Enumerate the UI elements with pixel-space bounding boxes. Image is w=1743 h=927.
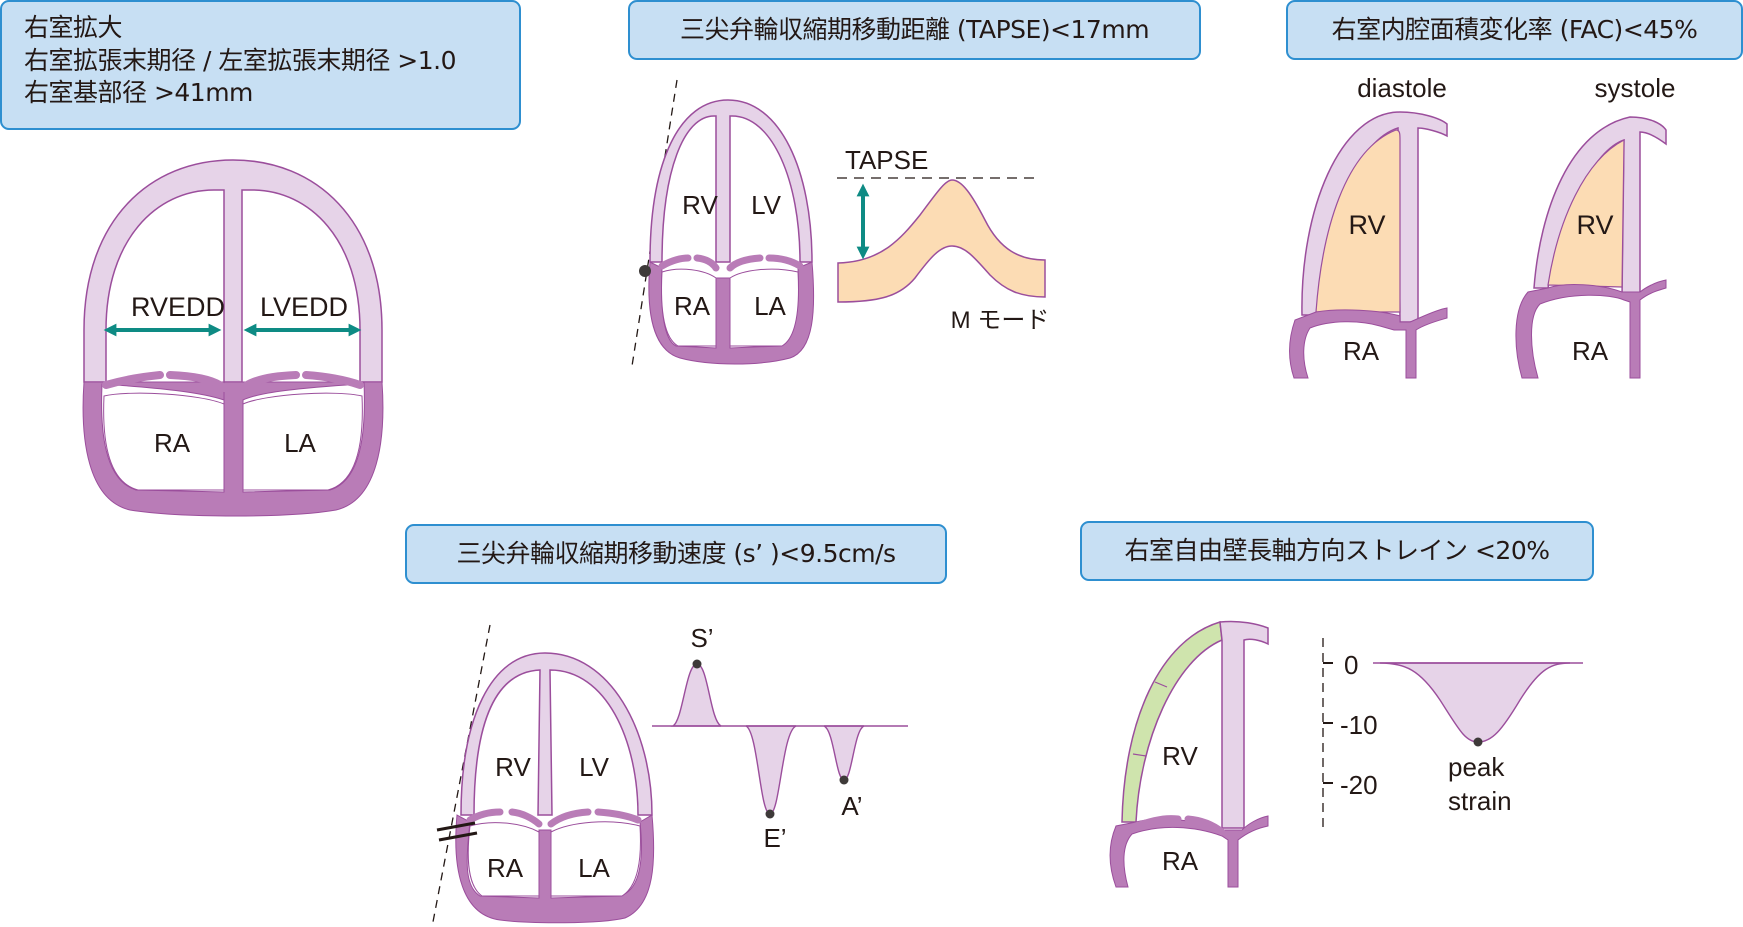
four-chamber-heart-s-prime: RV LV RA LA [431,624,655,927]
rv-systole-diagram: RV RA [1515,116,1667,379]
s-prime-label: S’ [690,623,713,653]
ra-label: RA [1343,336,1380,366]
e-prime-peak-icon [765,809,775,819]
axis-tick-0: 0 [1344,650,1358,680]
systole-label: systole [1595,73,1676,103]
strain-label: strain [1448,786,1512,816]
fac-title: 右室内腔面積変化率 (FAC)<45% [1331,14,1698,44]
tapse-label: TAPSE [845,145,928,175]
rv-label: RV [495,752,531,782]
rvedd-label: RVEDD [131,292,225,322]
rv-free-wall-strain-diagram: RV RA [1109,620,1269,888]
tapse-title: 三尖弁輪収縮期移動距離 (TAPSE)<17mm [679,14,1150,44]
peak-strain-point-icon [1473,737,1483,747]
four-chamber-heart-tapse: RV LV RA LA [631,79,815,367]
ra-label: RA [1572,336,1609,366]
fac-criteria-box: 右室内腔面積変化率 (FAC)<45% [1286,0,1743,60]
tapse-criteria-box: 三尖弁輪収縮期移動距離 (TAPSE)<17mm [628,0,1201,60]
four-chamber-heart-dilation: RVEDD LVEDD RA LA [82,159,384,517]
e-prime-label: E’ [763,823,786,853]
la-label: LA [578,853,610,883]
diastole-label: diastole [1357,73,1447,103]
peak-label: peak [1448,752,1505,782]
rv-dilation-title: 右室拡大 [24,13,123,42]
axis-tick-minus10: -10 [1340,710,1378,740]
sample-volume-marker-icon [436,821,476,832]
lv-label: LV [751,190,782,220]
m-mode-trace: TAPSE M モード [837,145,1049,334]
rv-label: RV [1576,210,1613,240]
rvedd-lvedd-ratio-criterion: 右室拡張末期径 / 左室拡張末期径 >1.0 [24,45,456,75]
rv-dilation-criteria-box: 右室拡大 右室拡張末期径 / 左室拡張末期径 >1.0 右室基部径 >41mm [0,0,521,130]
rv-diastole-diagram: RV RA [1289,111,1448,379]
rv-label: RV [682,190,718,220]
tissue-doppler-waveform: S’ E’ A’ [652,623,908,853]
a-prime-peak-icon [839,775,849,785]
strain-title: 右室自由壁長軸方向ストレイン <20% [1124,535,1550,565]
la-label: LA [754,291,786,321]
strain-curve-chart: 0 -10 -20 peak strain [1322,638,1583,832]
s-prime-title: 三尖弁輪収縮期移動速度 (s’ )<9.5cm/s [456,538,896,568]
annulus-point-icon [639,265,651,277]
s-prime-criteria-box: 三尖弁輪収縮期移動速度 (s’ )<9.5cm/s [405,524,947,584]
m-mode-label: M モード [951,307,1050,334]
rv-label: RV [1162,741,1198,771]
s-prime-peak-icon [692,659,702,669]
ra-label: RA [674,291,711,321]
la-label: LA [284,428,316,458]
rv-label: RV [1348,210,1385,240]
axis-tick-minus20: -20 [1340,770,1378,800]
ra-label: RA [1162,846,1199,876]
ra-label: RA [487,853,524,883]
lvedd-label: LVEDD [260,292,348,322]
rv-basal-diameter-criterion: 右室基部径 >41mm [24,78,253,107]
strain-criteria-box: 右室自由壁長軸方向ストレイン <20% [1080,521,1594,581]
a-prime-label: A’ [841,791,862,821]
lv-label: LV [579,752,610,782]
ra-label: RA [154,428,191,458]
